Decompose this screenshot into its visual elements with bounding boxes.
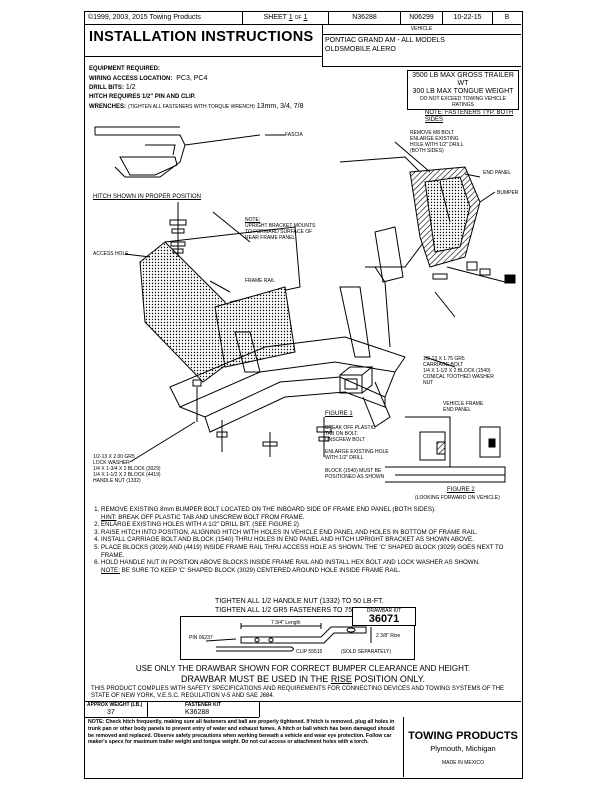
- vehicle-line-2: OLDSMOBILE ALERO: [325, 46, 396, 53]
- clip-label: CLIP 55515: [296, 649, 323, 655]
- vehicle-line-1: PONTIAC GRAND AM - ALL MODELS: [325, 37, 445, 44]
- fasteners-note: NOTE: FASTENERS TYP. BOTH SIDES: [425, 110, 514, 123]
- bumper-label: BUMPER: [497, 190, 519, 196]
- hitch-diagram: [94, 126, 516, 483]
- end-panel-label: END PANEL: [483, 170, 511, 176]
- fascia-label: FASCIA: [285, 132, 303, 138]
- drawbar-rise: 2 3/8" Rise: [376, 633, 401, 639]
- hitch-position-label: HITCH SHOWN IN PROPER POSITION: [93, 194, 202, 200]
- figure-2-label: FIGURE 2: [447, 487, 475, 493]
- sheet-indicator: SHEET 1 OF 1: [243, 12, 329, 24]
- date: 10-22-15: [443, 12, 493, 24]
- instruction-steps: REMOVE EXISTING 8mm BUMPER BOLT LOCATED …: [89, 506, 519, 574]
- fastener-kit-label: FASTENER KIT: [185, 702, 222, 708]
- brand-name: TOWING PRODUCTS: [408, 730, 518, 742]
- fastener-kit-value: K36288: [185, 709, 210, 716]
- made-in: MADE IN MEXICO: [442, 760, 484, 766]
- access-hole-label: ACCESS HOLE: [93, 251, 129, 257]
- rating-warning: DO NOT EXCEED TOWING VEHICLE RATINGS: [420, 96, 506, 108]
- drawbar-kit-number-box: DRAWBAR KIT 36071: [352, 607, 416, 626]
- safety-note: NOTE: Check hitch frequently, making sur…: [88, 719, 395, 746]
- step-4: INSTALL CARRIAGE BOLT AND BLOCK (1540) T…: [101, 536, 519, 544]
- torque-gr5: TIGHTEN ALL 1/2 GR5 FASTENERS TO 75 LB-F…: [215, 607, 375, 614]
- sold-separately: (SOLD SEPARATELY): [341, 649, 392, 655]
- step-1: REMOVE EXISTING 8mm BUMPER BOLT LOCATED …: [101, 506, 519, 521]
- copyright: ©1999, 2003, 2015 Towing Products: [85, 12, 243, 24]
- compliance-statement: THIS PRODUCT COMPLIES WITH SAFETY SPECIF…: [91, 686, 505, 699]
- drawbar-warning: USE ONLY THE DRAWBAR SHOWN FOR CORRECT B…: [135, 664, 471, 684]
- wiring-line: WIRING ACCESS LOCATION: PC3, PC4: [89, 75, 208, 82]
- step-3: RAISE HITCH INTO POSITION, ALIGNING HITC…: [101, 529, 519, 537]
- brand-city: Plymouth, Michigan: [430, 744, 496, 753]
- step-2: ENLARGE EXISTING HOLES WITH A 1/2" DRILL…: [101, 521, 519, 529]
- ratings-box: 3500 LB MAX GROSS TRAILER WT 300 LB MAX …: [407, 70, 519, 110]
- max-tongue-weight: 300 LB MAX TONGUE WEIGHT: [412, 88, 514, 95]
- frame-rail-label: FRAME RAIL: [245, 278, 276, 284]
- max-trailer-weight: 3500 LB MAX GROSS TRAILER WT: [412, 72, 514, 87]
- part-number-2: N06299: [401, 12, 443, 24]
- step-5: PLACE BLOCKS (3029) AND (4419) INSIDE FR…: [101, 544, 519, 559]
- document-frame: ©1999, 2003, 2015 Towing Products SHEET …: [84, 11, 523, 779]
- drawbar-kit-box: 7 3/4" Length 2 3/8" Rise PIN 06237 CLIP…: [180, 616, 415, 660]
- drawbar-drawing: [205, 623, 372, 652]
- figure-1-label: FIGURE 1: [325, 411, 353, 417]
- pin-label: PIN 06237: [189, 635, 213, 641]
- pin-clip-line: HITCH REQUIRES 1/2" PIN AND CLIP.: [89, 94, 196, 100]
- drill-line: DRILL BITS: 1/2: [89, 84, 136, 91]
- drawbar-length: 7 3/4" Length: [271, 620, 301, 626]
- step-6: HOLD HANDLE NUT IN POSITION ABOVE BLOCKS…: [101, 559, 519, 574]
- vehicle-label: VEHICLE: [410, 26, 433, 32]
- wrench-line: WRENCHES: (TIGHTEN ALL FASTENERS WITH TO…: [89, 103, 304, 110]
- part-number-1: N36288: [329, 12, 401, 24]
- drawbar-kit-number: 36071: [368, 613, 400, 625]
- revision: B: [504, 14, 510, 21]
- page-title: INSTALLATION INSTRUCTIONS: [89, 29, 314, 45]
- torque-handle-nut: TIGHTEN ALL 1/2 HANDLE NUT (1332) TO 50 …: [215, 598, 384, 605]
- weight-label: APPROX WEIGHT (LB.): [87, 702, 143, 708]
- equipment-heading: EQUIPMENT REQUIRED:: [89, 66, 161, 72]
- figure-2-subtitle: (LOOKING FORWARD ON VEHICLE): [415, 495, 500, 501]
- drawbar-kit-label: DRAWBAR KIT: [366, 608, 402, 614]
- weight-value: 37: [107, 709, 115, 716]
